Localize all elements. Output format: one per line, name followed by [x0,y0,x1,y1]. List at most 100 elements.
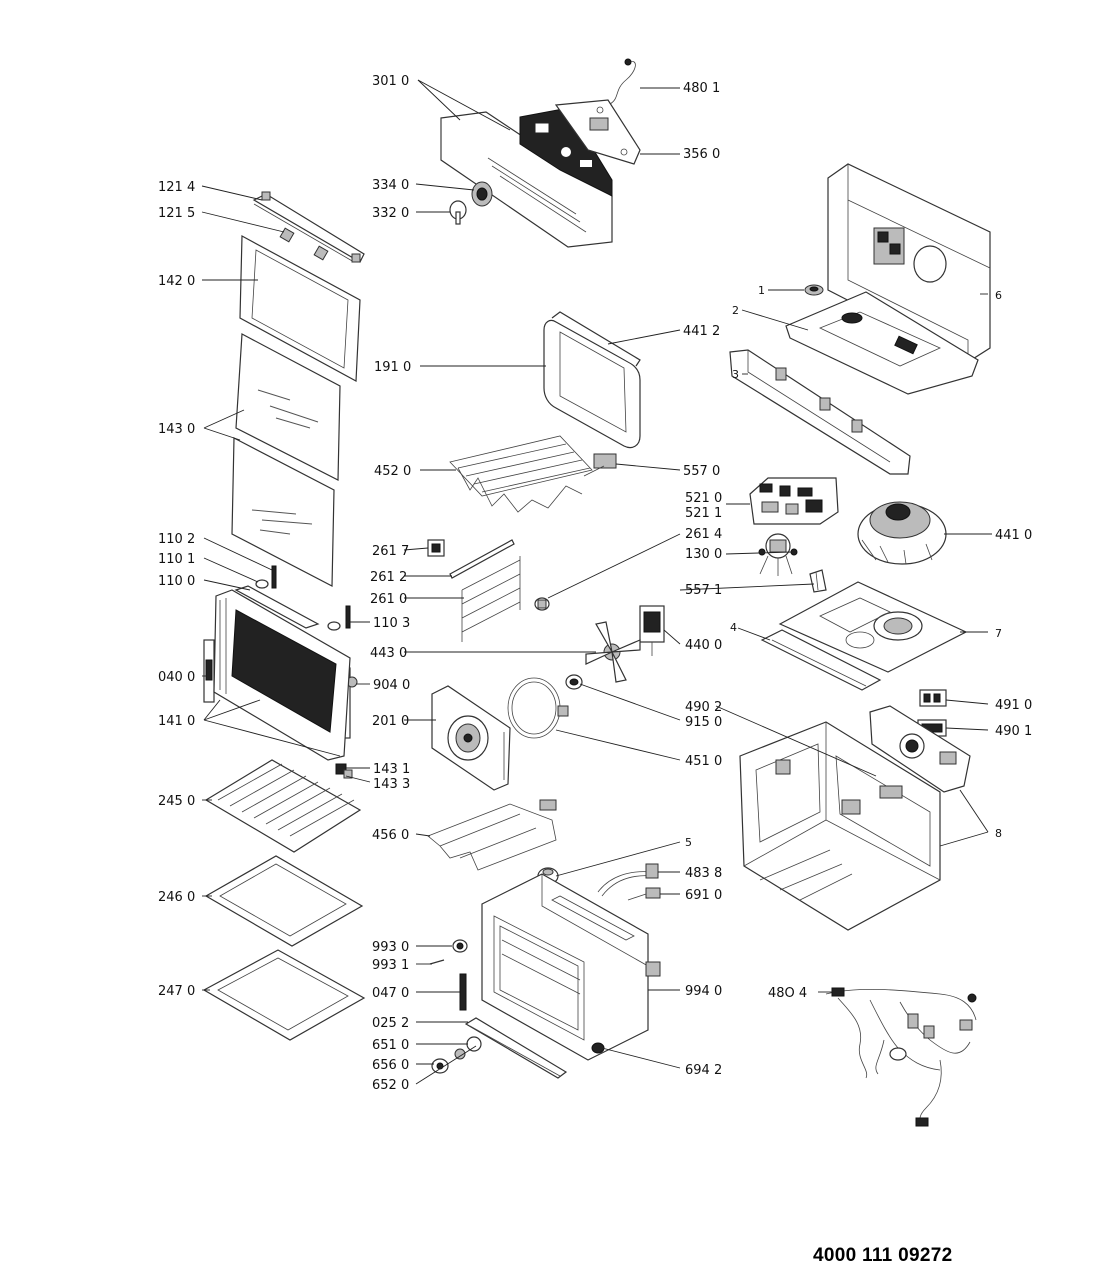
label-557-0: 557 0 [683,464,720,479]
label-483-8: 483 8 [685,866,722,881]
label-490-1: 490 1 [995,724,1032,739]
label-110-0: 110 0 [158,574,195,589]
label-334-0: 334 0 [372,178,409,193]
part-451-0-ring-element [507,677,569,739]
label-993-0: 993 0 [372,940,409,955]
part-110-1-washer [255,579,269,589]
label-521-0: 521 0 [685,491,722,506]
part-491-0-connector [919,689,947,707]
label-994-0: 994 0 [685,984,722,999]
label-332-0: 332 0 [372,206,409,221]
part-443-0-fan-blade [585,621,641,683]
label-651-0: 651 0 [372,1038,409,1053]
part-201-0-fan-cover [431,685,511,791]
label-7: 7 [995,627,1002,640]
label-247-0: 247 0 [158,984,195,999]
label-480-1: 480 1 [683,81,720,96]
label-691-0: 691 0 [685,888,722,903]
label-301-0: 301 0 [372,74,409,89]
label-6: 6 [995,289,1002,302]
part-441-2-seal-bar [551,311,641,367]
part-440-0-fan-motor [639,605,665,656]
label-4: 4 [730,621,737,634]
part-691-0-sensor [627,887,661,901]
part-130-0-switch [758,533,798,576]
part-040-0-hinge [203,639,215,703]
document-code: 4000 111 09272 [813,1245,953,1266]
label-121-4: 121 4 [158,180,195,195]
part-8-main-frame [739,721,941,931]
part-110-2-pin [271,565,277,589]
part-245-0-wire-rack [204,759,362,853]
label-443-0: 443 0 [370,646,407,661]
part-143-1-bracket [335,763,353,779]
label-143-3: 143 3 [373,777,410,792]
part-2-top-cover [785,291,979,395]
part-121-4-door-top-profile [252,191,365,263]
label-130-0: 130 0 [685,547,722,562]
label-261-2: 261 2 [370,570,407,585]
label-652-0: 652 0 [372,1078,409,1093]
part-025-2-bottom-trim [464,1017,568,1079]
part-141-0-outer-door [213,585,351,761]
part-6-rear-panel [827,163,991,363]
part-261-2-rail [449,539,515,579]
part-652-0-knob [431,1058,449,1074]
label-440-0: 440 0 [685,638,722,653]
part-994-0-oven-cavity [481,873,661,1061]
label-5: 5 [685,836,692,849]
label-452-0: 452 0 [374,464,411,479]
part-247-0-drip-tray [202,949,366,1041]
part-3-side-bracket [729,349,911,475]
part-480-4-wiring-harness [825,987,977,1127]
label-451-0: 451 0 [685,754,722,769]
part-915-0-nut [565,674,583,690]
label-491-0: 491 0 [995,698,1032,713]
label-993-1: 993 1 [372,958,409,973]
label-110-2: 110 2 [158,532,195,547]
label-480-4: 48O 4 [768,986,807,1001]
label-110-3: 110 3 [373,616,410,631]
part-8-rear-frame [869,705,971,793]
label-2: 2 [732,304,739,317]
label-143-0: 143 0 [158,422,195,437]
part-441-0-cooling-fan [857,501,947,565]
part-656-0-spring [454,1048,466,1060]
part-261-4-pin [534,597,550,611]
part-047-0-strip [459,973,467,1011]
label-245-0: 245 0 [158,794,195,809]
label-521-1: 521 1 [685,506,722,521]
part-651-0-switch [466,1036,482,1052]
label-040-0: 040 0 [158,670,195,685]
label-694-2: 694 2 [685,1063,722,1078]
callout-labels: 301 0 480 1 356 0 334 0 332 0 121 4 121 … [158,74,1032,1093]
part-521-0-electronic-board [749,477,839,525]
part-334-0-knob-bezel [471,181,493,207]
part-452-0-grill-element [449,435,617,513]
label-047-0: 047 0 [372,986,409,1001]
label-441-0: 441 0 [995,528,1032,543]
label-261-7: 261 7 [372,544,409,559]
part-1-grommet [804,284,824,296]
label-490-2: 490 2 [685,700,722,715]
part-191-0-oven-seal [543,319,641,449]
part-110-3-pin [327,605,351,631]
leader-lines [201,79,992,1085]
part-246-0-baking-tray [204,855,364,947]
part-483-8-cable [597,863,659,897]
label-261-0: 261 0 [370,592,407,607]
part-356-0-display-module [519,99,641,197]
part-261-0-shelf-guides [461,556,521,642]
part-332-0-knob [449,200,467,225]
label-110-1: 110 1 [158,552,195,567]
part-142-0-door-frame [239,235,361,382]
part-557-1-bracket [809,569,827,593]
label-557-1: 557 1 [685,583,722,598]
label-141-0: 141 0 [158,714,195,729]
label-8: 8 [995,827,1002,840]
label-246-0: 246 0 [158,890,195,905]
label-121-5: 121 5 [158,206,195,221]
label-441-2: 441 2 [683,324,720,339]
